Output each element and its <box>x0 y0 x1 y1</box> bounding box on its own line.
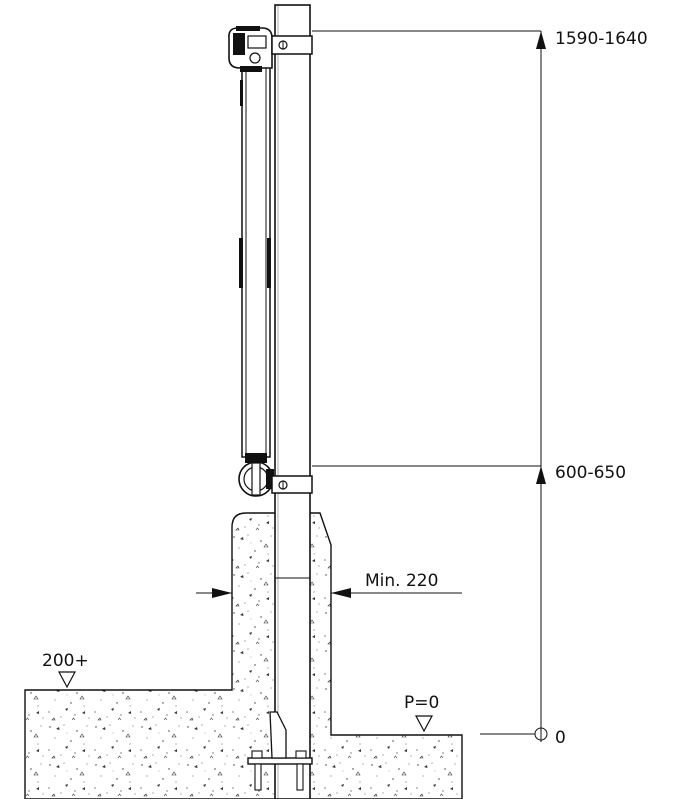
label-ground-left: 200+ <box>42 651 89 671</box>
height-dimension <box>312 30 548 742</box>
arrow-up-top <box>536 31 546 49</box>
label-mid-height: 600-650 <box>555 463 626 483</box>
post <box>274 4 311 799</box>
top-hinge <box>228 26 273 72</box>
gate-frame <box>239 61 271 458</box>
concrete-foundation <box>24 512 463 799</box>
bottom-hinge <box>238 453 274 497</box>
ground-marker-right <box>415 715 433 733</box>
ground-marker-left <box>58 671 76 689</box>
label-min-width: Min. 220 <box>365 571 438 591</box>
label-ground-ref: P=0 <box>404 693 439 713</box>
bottom-clamp <box>271 475 313 494</box>
label-top-height: 1590-1640 <box>555 29 648 49</box>
post-anchor <box>247 711 313 791</box>
arrow-up-mid <box>536 466 546 484</box>
top-clamp <box>271 35 313 55</box>
label-zero: 0 <box>555 728 566 748</box>
min-width-dimension <box>196 588 462 598</box>
